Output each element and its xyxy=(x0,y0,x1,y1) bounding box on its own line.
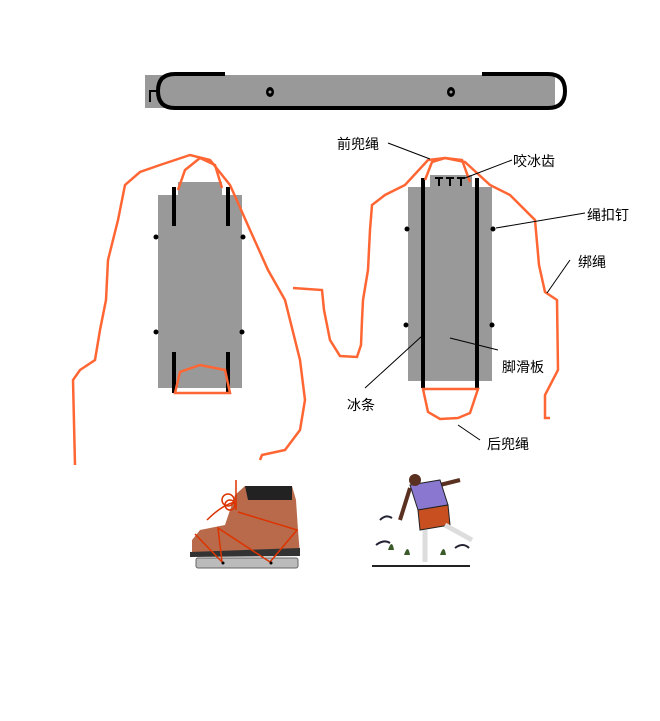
label-front-teeth: 咬冰齿 xyxy=(513,154,555,170)
skater-image xyxy=(372,474,474,567)
label-back-rope: 后兜绳 xyxy=(487,437,529,453)
left-plate xyxy=(71,153,307,466)
right-plate xyxy=(292,142,586,441)
label-binding-rope: 绑绳 xyxy=(578,255,606,271)
label-rope-nail: 绳扣钉 xyxy=(587,208,629,224)
label-front-rope: 前兜绳 xyxy=(337,137,379,153)
label-foot-board: 脚滑板 xyxy=(502,360,544,376)
side-view-skate xyxy=(145,72,568,110)
label-ice-strip: 冰条 xyxy=(347,398,375,414)
left-rope xyxy=(71,153,307,466)
leader-lines xyxy=(364,142,586,441)
boot-image xyxy=(190,480,300,569)
ice-teeth-icon xyxy=(435,177,465,186)
right-rope xyxy=(292,156,560,421)
